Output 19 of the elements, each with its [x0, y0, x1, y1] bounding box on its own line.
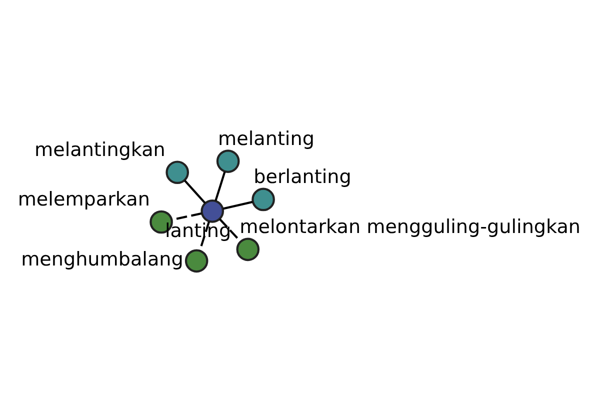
node-label: melantingkan: [34, 138, 166, 160]
connector: [198, 220, 210, 250]
node-label: melemparkan: [18, 188, 150, 210]
connector: [222, 200, 253, 210]
node-label: melontarkan mengguling-gulingkan: [240, 215, 581, 238]
connector: [219, 218, 241, 242]
connector: [172, 212, 202, 220]
node-circle: [252, 187, 275, 211]
node-circle: [216, 149, 240, 172]
node-label: berlanting: [254, 165, 352, 188]
node-label: lanting: [165, 220, 232, 242]
connector: [214, 171, 226, 200]
node-circle: [166, 160, 190, 184]
connector: [184, 179, 206, 204]
node-circle: [184, 248, 208, 272]
node-label: melanting: [218, 127, 314, 150]
node-circle: [236, 237, 260, 261]
node-label: menghumbalang: [21, 248, 184, 270]
node-circle: [200, 199, 224, 222]
